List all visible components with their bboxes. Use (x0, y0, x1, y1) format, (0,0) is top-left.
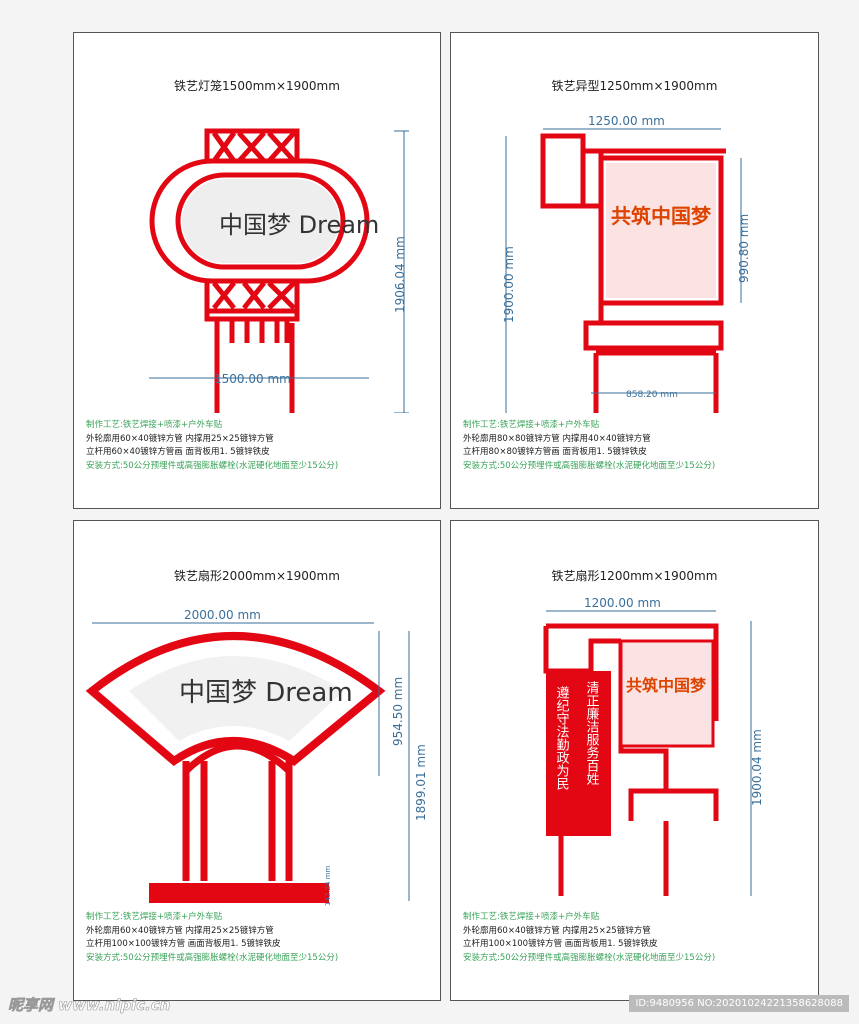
spec-text: 制作工艺:铁艺焊接+喷漆+户外车贴外轮廓用80×80镀锌方管 内撑用40×40镀… (463, 420, 716, 471)
panel-title: 铁艺扇形1200mm×1900mm (551, 569, 718, 583)
height-dimension: 1906.04 mm (393, 236, 407, 313)
poster-text: 共筑中国梦 (626, 676, 707, 695)
poster-image (182, 179, 339, 263)
lantern-drawing: 中国梦 Dream 1500.00 mm 1906.04 mm (149, 128, 409, 413)
base-height-dimension: 142.24 mm (324, 865, 332, 906)
inner-height-dimension: 954.50 mm (391, 677, 405, 746)
panel-special-shape: 铁艺异型1250mm×1900mm 共筑中国梦 1250.00 mm 1900.… (450, 32, 819, 509)
width-dimension: 1200.00 mm (584, 596, 661, 610)
height-dimension: 1900.00 mm (502, 246, 516, 323)
panel-lantern: 铁艺灯笼1500mm×1900mm 中国梦 Dream 1500.00 mm 1… (73, 32, 441, 509)
width-dimension: 2000.00 mm (184, 608, 261, 622)
spec-text: 制作工艺:铁艺焊接+喷漆+户外车贴外轮廓用60×40镀锌方管 内撑用25×25镀… (86, 912, 339, 963)
inner-width-dimension: 858.20 mm (626, 390, 678, 400)
poster-image (619, 639, 715, 748)
spec-text: 制作工艺:铁艺焊接+喷漆+户外车贴外轮廓用60×40镀锌方管 内撑用25×25镀… (463, 912, 716, 963)
slogan-line: 遵纪守法勤政为民 (554, 685, 570, 791)
height-dimension: 1899.01 mm (414, 744, 428, 821)
poster-text: 中国梦 Dream (219, 211, 379, 239)
panel-fan-large: 铁艺扇形2000mm×1900mm 中国梦 Dream 2000.00 mm 9… (73, 520, 441, 1001)
poster-text: 中国梦 Dream (179, 678, 353, 708)
width-dimension: 1250.00 mm (588, 114, 665, 128)
poster-text: 共筑中国梦 (611, 204, 712, 228)
fan-large-drawing: 中国梦 Dream 2000.00 mm 954.50 mm 1899.01 m… (85, 608, 428, 906)
panel-title: 铁艺灯笼1500mm×1900mm (174, 79, 340, 93)
special-shape-drawing: 共筑中国梦 1250.00 mm 1900.00 mm 990.80 mm 85… (502, 114, 751, 413)
spec-text: 制作工艺:铁艺焊接+喷漆+户外车贴外轮廓用60×40镀锌方管 内撑用25×25镀… (86, 420, 339, 471)
slogan-board (546, 671, 611, 836)
slogan-line: 清正廉洁服务百姓 (584, 681, 600, 786)
poster-image (606, 163, 716, 298)
base-plate (149, 883, 329, 903)
height-dimension: 1900.04 mm (750, 729, 764, 806)
width-dimension: 1500.00 mm (214, 372, 291, 386)
fan-small-drawing: 共筑中国梦 遵纪守法勤政为民 清正廉洁服务百姓 1200.00 mm 1900.… (543, 596, 764, 896)
panel-fan-small: 铁艺扇形1200mm×1900mm 共筑中国梦 遵纪守法勤政为民 清正廉洁服务百… (450, 520, 819, 1001)
watermark-logo: 昵享网 www.nipic.cn (8, 996, 171, 1015)
panel-title: 铁艺扇形2000mm×1900mm (174, 569, 340, 583)
inner-height-dimension: 990.80 mm (737, 214, 751, 283)
image-id: ID:9480956 NO:20201024221358628088 (629, 995, 849, 1012)
panel-title: 铁艺异型1250mm×1900mm (551, 79, 718, 93)
